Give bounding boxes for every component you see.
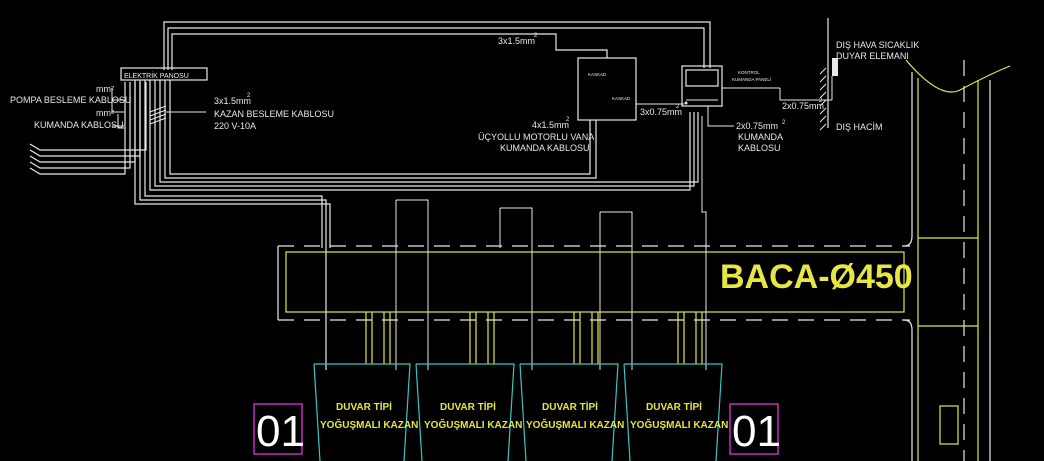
boiler-2-line2: YOĞUŞMALI KAZAN xyxy=(424,418,522,431)
boiler-3-line2: YOĞUŞMALI KAZAN xyxy=(526,418,624,431)
valve-sup: 2 xyxy=(566,117,570,123)
flue-connectors xyxy=(365,312,703,364)
cascade-box-label: KASKAD xyxy=(588,72,607,77)
pump-cable-label: POMPA BESLEME KABLOSU xyxy=(10,95,131,105)
controller-small-label: KONTROL xyxy=(738,70,760,75)
cable-075-sup: 2 xyxy=(676,104,680,110)
cable-labels: 3x1.5mm 2 mm² POMPA BESLEME KABLOSU mm² … xyxy=(10,33,919,153)
room-controller: KONTROL KUMANDA PANELİ xyxy=(681,65,826,127)
boiler-feed-label: KAZAN BESLEME KABLOSU xyxy=(214,109,334,119)
boiler-2-line1: DUVAR TİPİ xyxy=(440,400,496,413)
tag-right-text: 01 xyxy=(732,407,781,456)
outdoor-space-label: DIŞ HACİM xyxy=(836,122,883,132)
boiler-4: DUVAR TİPİ YOĞUŞMALI KAZAN xyxy=(623,363,728,461)
boilers: DUVAR TİPİ YOĞUŞMALI KAZAN DUVAR TİPİ YO… xyxy=(313,363,728,461)
sensor-cable-sup: 2 xyxy=(819,98,823,104)
cascade-box-label-2: KASKAD xyxy=(612,96,631,101)
valve-line1: ÜÇYOLLU MOTORLU VANA xyxy=(478,132,594,142)
boiler-1-line1: DUVAR TİPİ xyxy=(336,400,392,413)
top-cable-label: 3x1.5mm xyxy=(498,36,535,46)
wiring-bundle xyxy=(29,21,711,370)
electric-panel: ELEKTRİK PANOSU xyxy=(120,67,208,81)
control-size-label: mm² xyxy=(96,108,114,118)
boiler-2: DUVAR TİPİ YOĞUŞMALI KAZAN xyxy=(415,363,522,461)
tag-right: 01 xyxy=(729,403,781,456)
boiler-4-line2: YOĞUŞMALI KAZAN xyxy=(630,418,728,431)
control-cable-label: KUMANDA KABLOSU xyxy=(34,120,124,130)
valve-line2: KUMANDA KABLOSU xyxy=(500,143,590,153)
outdoor-sensor xyxy=(819,18,838,131)
chimney: BACA-Ø450 xyxy=(277,59,1011,461)
controller-small-label-2: KUMANDA PANELİ xyxy=(732,76,771,82)
boiler-3: DUVAR TİPİ YOĞUŞMALI KAZAN xyxy=(519,363,624,461)
boiler-1-line2: YOĞUŞMALI KAZAN xyxy=(320,418,418,431)
boiler-1: DUVAR TİPİ YOĞUŞMALI KAZAN xyxy=(313,363,418,461)
kumanda-size-label: 2x0.75mm xyxy=(736,121,778,131)
electric-panel-label: ELEKTRİK PANOSU xyxy=(124,71,189,80)
kumanda-sup: 2 xyxy=(782,120,786,126)
sensor-cable-label: 2x0.75mm xyxy=(782,101,824,111)
valve-size-label: 4x1.5mm xyxy=(532,120,569,130)
boiler-4-line1: DUVAR TİPİ xyxy=(646,400,702,413)
kumanda-line2: KABLOSU xyxy=(738,143,781,153)
cascade-controller: KASKAD KASKAD xyxy=(577,57,684,121)
boiler-feed-size: 3x1.5mm xyxy=(214,96,251,106)
tag-left: 01 xyxy=(253,403,305,456)
pump-size-label: mm² xyxy=(96,84,114,94)
outdoor-line2: DUYAR ELEMANI xyxy=(836,51,909,61)
chimney-label: BACA-Ø450 xyxy=(720,258,913,296)
boiler-feed-spec: 220 V-10A xyxy=(214,121,256,131)
top-cable-sup: 2 xyxy=(534,33,538,39)
kumanda-line1: KUMANDA xyxy=(738,132,783,142)
outdoor-line1: DIŞ HAVA SICAKLIK xyxy=(836,40,919,50)
boiler-3-line1: DUVAR TİPİ xyxy=(542,400,598,413)
cable-075-label: 3x0.75mm xyxy=(640,107,682,117)
tag-left-text: 01 xyxy=(256,407,305,456)
boiler-feed-sup: 2 xyxy=(247,93,251,99)
